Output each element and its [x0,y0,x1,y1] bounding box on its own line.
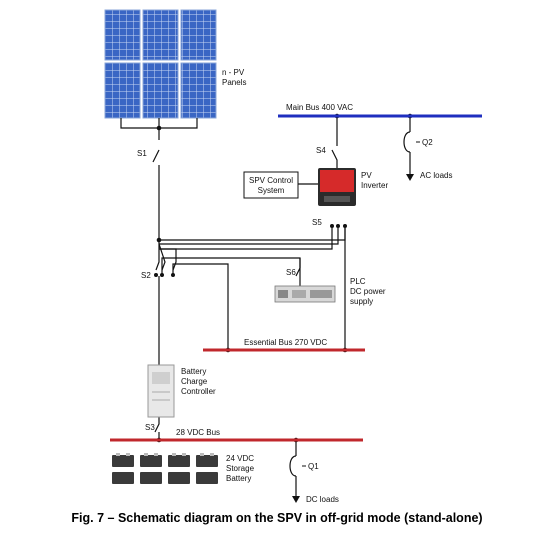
pv-panel [104,62,141,119]
pv-panel [180,62,217,119]
figure-caption: Fig. 7 – Schematic diagram on the SPV in… [71,511,483,525]
spv-control-label-1: SPV Control [249,176,293,185]
plc-label-1: PLC [350,277,366,286]
switch-s2-label: S2 [141,271,151,280]
vdc-bus-label: 28 VDC Bus [176,428,220,437]
pv-panel [142,9,179,61]
pv-panel [180,9,217,61]
pv-inverter-label-1: PV [361,171,372,180]
plc-power-supply-icon [274,285,336,303]
battery-charge-controller-icon [147,364,175,418]
plc-label-3: supply [350,297,373,306]
ac-loads-label: AC loads [420,171,452,180]
ac-load-arrow-icon [406,174,414,181]
pv-panel [104,9,141,61]
spv-control-system-box [243,171,299,199]
switch-s4-label: S4 [316,146,326,155]
switch-s6-label: S6 [286,268,296,277]
dc-load-arrow-icon [292,496,300,503]
battery-charge-label-1: Battery [181,367,206,376]
breaker-q2-label: Q2 [422,138,433,147]
switch-s5-label: S5 [312,218,322,227]
pv-panel [142,62,179,119]
main-bus-label: Main Bus 400 VAC [286,103,353,112]
essential-bus-label: Essential Bus 270 VDC [244,338,327,347]
pv-panel-array [104,9,217,119]
pv-panels-label-1: n - PV [222,68,245,77]
wiring [120,116,411,496]
breaker-q1-label: Q1 [308,462,319,471]
battery-charge-label-3: Controller [181,387,216,396]
pv-inverter-label-2: Inverter [361,181,388,190]
battery-charge-label-2: Charge [181,377,208,386]
dc-loads-label: DC loads [306,495,339,504]
plc-label-2: DC power [350,287,386,296]
pv-panels-label-2: Panels [222,78,246,87]
storage-label-3: Battery [226,474,251,483]
storage-label-1: 24 VDC [226,454,254,463]
switch-s1-label: S1 [137,149,147,158]
pv-inverter-icon [318,168,356,206]
storage-battery-icon [112,455,218,484]
spv-control-label-2: System [258,186,285,195]
switch-s3-label: S3 [145,423,155,432]
storage-label-2: Storage [226,464,255,473]
